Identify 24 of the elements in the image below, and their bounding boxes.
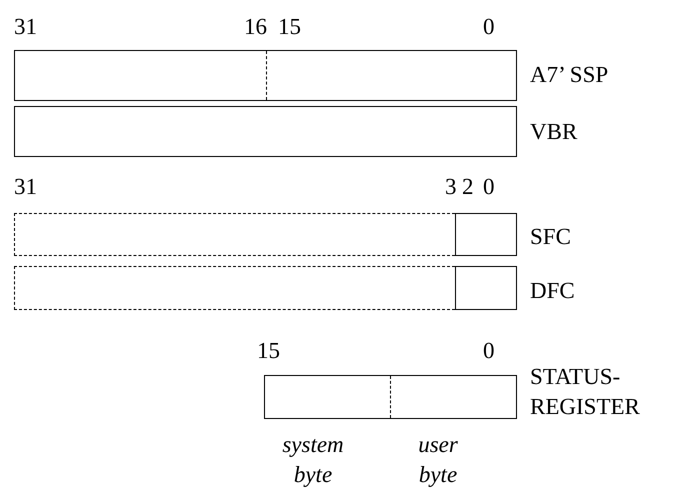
bit-number: 2: [462, 173, 474, 201]
register-box: [14, 106, 517, 157]
register-box: [455, 213, 517, 256]
bit-number: 0: [483, 337, 494, 365]
bit-number: 31: [14, 173, 37, 201]
byte-caption: user byte: [417, 431, 459, 489]
bit-number: 15: [278, 13, 301, 41]
register-box: [455, 266, 517, 310]
register-name: A7’ SSP: [530, 61, 608, 89]
unused-bits-outline: [14, 266, 455, 310]
register-box: [14, 50, 517, 101]
bit-number: 16: [244, 13, 267, 41]
register-box: [264, 375, 517, 419]
bit-number: 0: [483, 173, 494, 201]
bit-number: 31: [14, 13, 37, 41]
register-name: SFC: [530, 223, 571, 251]
bit-number: 15: [257, 337, 280, 365]
bit-number: 0: [483, 13, 494, 41]
register-name: STATUS- REGISTER: [530, 363, 640, 421]
register-name: VBR: [530, 118, 578, 146]
bit-number: 3: [445, 173, 456, 201]
byte-caption: system byte: [281, 431, 345, 489]
register-name: DFC: [530, 277, 575, 305]
unused-bits-outline: [14, 213, 455, 256]
